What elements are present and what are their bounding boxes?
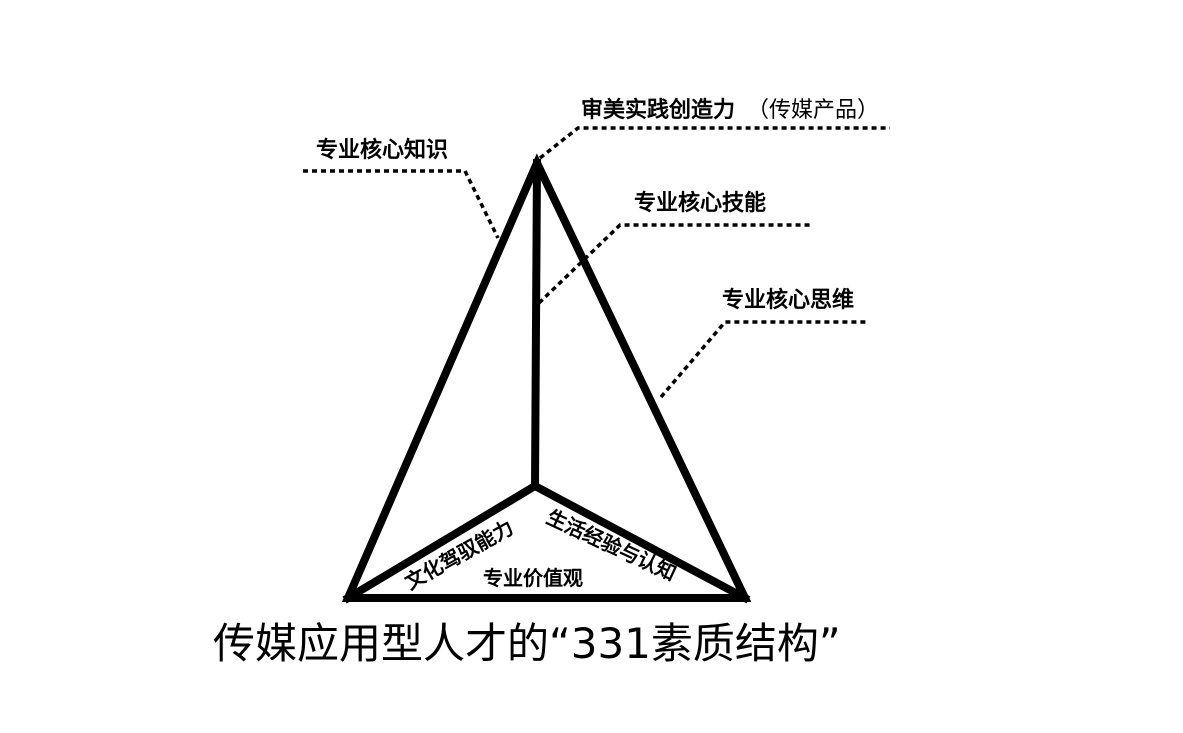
leader-left-face (303, 169, 500, 239)
label-right-face: 专业核心思维 (722, 287, 854, 313)
leader-right-face (659, 320, 868, 399)
leader-apex (538, 126, 890, 160)
label-apex: 审美实践创造力 (581, 97, 735, 123)
pyramid-center-edge (530, 158, 542, 491)
pyramid-outline (341, 153, 752, 602)
base-right-edge (529, 480, 751, 604)
base-left-edge (342, 480, 541, 604)
label-center-edge: 专业核心技能 (634, 190, 766, 216)
label-base-front: 专业价值观 (483, 566, 583, 590)
diagram-caption: 传媒应用型人才的“331素质结构” (213, 619, 841, 668)
leader-lines (303, 126, 890, 399)
label-apex-paren: （传媒产品） (747, 98, 879, 123)
leader-center-edge (537, 223, 812, 305)
pyramid-edges (341, 153, 752, 604)
label-left-face: 专业核心知识 (316, 137, 448, 163)
